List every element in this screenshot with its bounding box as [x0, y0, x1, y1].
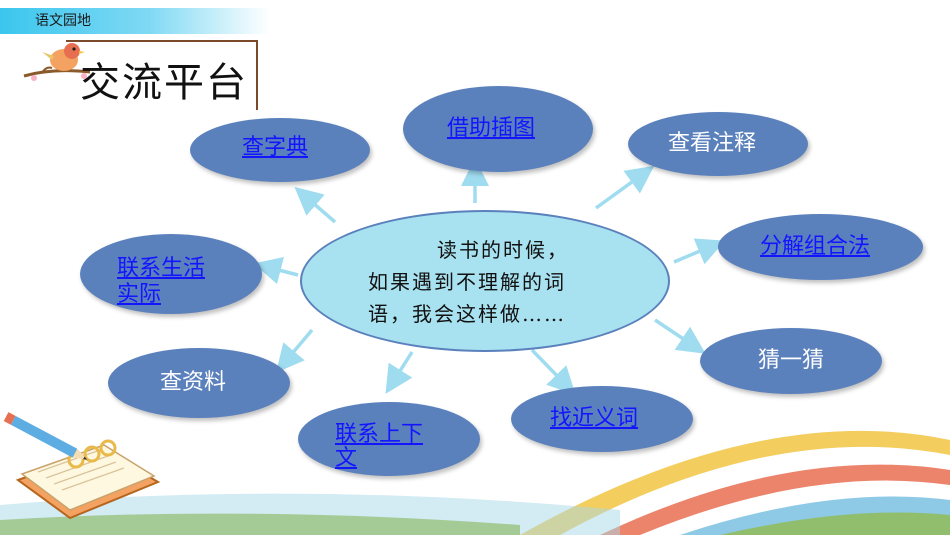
- center-line-2: 如果遇到不理解的词: [368, 270, 566, 294]
- node-chakan-zhushi[interactable]: 查看注释: [628, 112, 808, 176]
- link-lianxi-shangxiawen-line2[interactable]: 文: [335, 446, 358, 471]
- arrow-to-cai-yi-cai: [654, 318, 706, 354]
- label-chakan-zhushi: 查看注释: [668, 131, 757, 156]
- label-cai-yi-cai: 猜一猜: [758, 348, 825, 373]
- node-lianxi-shenghuo[interactable]: 联系生活 实际: [80, 234, 262, 314]
- arrow-to-lianxi-shenghuo: [253, 256, 299, 285]
- title-frame: [66, 40, 258, 110]
- arrow-to-lianxi-shangxiawen: [385, 351, 414, 394]
- node-cha-ziliao[interactable]: 查资料: [108, 348, 290, 418]
- page-title: 交流平台: [80, 60, 248, 106]
- link-lianxi-shangxiawen-line1[interactable]: 联系上下: [335, 422, 424, 447]
- node-fenjie-zuhe[interactable]: 分解组合法: [718, 214, 923, 280]
- node-zhao-jinyici[interactable]: 找近义词: [511, 386, 693, 452]
- arrow-to-chakan-zhushi: [594, 165, 655, 210]
- bird-on-branch-icon: [23, 43, 91, 81]
- node-lianxi-shangxiawen[interactable]: 联系上下 文: [298, 402, 480, 476]
- arrow-to-zhao-jinyici: [530, 348, 576, 396]
- link-zhao-jinyici[interactable]: 找近义词: [550, 406, 639, 431]
- link-jiezhu-chatu[interactable]: 借助插图: [447, 116, 536, 141]
- arrow-to-fenjie-zuhe: [673, 238, 725, 265]
- arrow-to-cha-zidian: [294, 186, 337, 224]
- arrow-to-cha-ziliao: [275, 328, 314, 373]
- section-label: 语文园地: [35, 13, 91, 29]
- center-line-1: 读书的时候，: [437, 238, 569, 262]
- link-lianxi-shenghuo-line2[interactable]: 实际: [117, 282, 162, 307]
- section-bar: 语文园地: [0, 8, 270, 34]
- link-fenjie-zuhe[interactable]: 分解组合法: [760, 234, 871, 259]
- node-cai-yi-cai[interactable]: 猜一猜: [700, 328, 882, 394]
- label-cha-ziliao: 查资料: [160, 370, 227, 395]
- center-question-ellipse: 读书的时候， 如果遇到不理解的词 语，我会这样做……: [300, 210, 670, 352]
- node-cha-zidian[interactable]: 查字典: [190, 118, 370, 182]
- center-line-3: 语，我会这样做……: [368, 302, 566, 326]
- link-cha-zidian[interactable]: 查字典: [242, 135, 309, 160]
- node-jiezhu-chatu[interactable]: 借助插图: [403, 86, 593, 172]
- link-lianxi-shenghuo-line1[interactable]: 联系生活: [117, 256, 206, 281]
